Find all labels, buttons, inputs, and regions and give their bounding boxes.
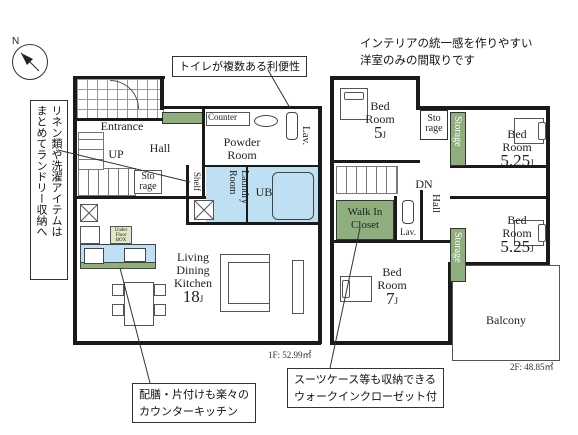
dining-chair	[112, 284, 124, 296]
callout-counter-kitchen: 配膳・片付けも楽々の カウンターキッチン	[132, 383, 256, 423]
floor2-storage-small: Sto rage	[420, 110, 448, 140]
compass-label: N	[12, 36, 20, 47]
washer-icon	[194, 200, 214, 220]
bed4-label: Bed Room 7J	[377, 265, 407, 308]
floor1-hall-label: Hall	[149, 141, 171, 155]
bathtub	[272, 172, 314, 220]
floor2-area: 2F: 48.85㎡	[510, 362, 554, 372]
floor2-stairs	[336, 166, 398, 194]
walkin-closet: Walk In Closet	[336, 200, 394, 240]
floor2-dn-label: DN	[415, 177, 433, 191]
floor2-hall-label: Hall	[430, 194, 442, 213]
callout-interior: インテリアの統一感を作りやすい 洋室のみの間取りです	[360, 36, 533, 67]
ub-label: UB	[255, 185, 273, 199]
compass	[12, 44, 48, 80]
callout-toilet: トイレが複数ある利便性	[172, 56, 307, 77]
floor2-storage-vertical-2: Storage	[450, 228, 466, 282]
counter-label: Counter	[208, 112, 237, 122]
floor1-shelf-icon	[80, 204, 98, 222]
balcony-label: Balcony	[486, 313, 526, 327]
bed2-label: Bed Room 5.25J	[500, 127, 534, 170]
entrance-label: Entrance	[100, 119, 144, 133]
ldk-label: Living Dining Kitchen 18J	[174, 250, 212, 306]
bed1-label: Bed Room 5J	[365, 99, 395, 142]
kitchen-counter-bar	[80, 262, 156, 269]
stove-icon	[84, 248, 104, 264]
laundry-room-label: Laundry Room	[227, 170, 250, 204]
sofa-seat	[228, 262, 270, 304]
floor1-up-label: UP	[108, 147, 124, 161]
sink-icon	[124, 248, 146, 262]
dining-table	[124, 282, 154, 326]
counter	[206, 112, 250, 126]
powder-sink-icon	[254, 115, 278, 127]
floor1-storage: Sto rage	[134, 170, 162, 194]
toilet-icon	[286, 112, 298, 140]
floor1-area: 1F: 52.99㎡	[268, 350, 312, 360]
callout-linen: リネン類や洗濯アイテムは まとめてランドリー収納へ	[30, 100, 68, 280]
fridge-icon	[80, 226, 100, 244]
balcony	[452, 265, 560, 361]
floor2-storage-vertical-1: Storage	[450, 112, 466, 166]
bathroom-unit	[248, 167, 318, 222]
floor2-toilet-icon	[402, 200, 414, 224]
dining-chair	[154, 304, 166, 316]
floor1-stairs-upper	[78, 132, 104, 170]
tv-stand	[292, 260, 304, 314]
bed3-label: Bed Room 5.25J	[500, 213, 534, 256]
shoe-storage	[162, 112, 204, 124]
dining-chair	[112, 304, 124, 316]
floor2-lav-label: Lav.	[400, 227, 416, 237]
floor1-stairs	[78, 168, 136, 196]
floor-box: Under Floor BOX	[110, 226, 132, 244]
floor1-lav-label: Lav.	[300, 126, 312, 146]
floor1-storage-label-b: rage	[139, 181, 157, 192]
dining-chair	[154, 284, 166, 296]
compass-needle-icon	[20, 52, 40, 72]
shelf-label: Shelf	[192, 172, 202, 191]
powder-room-label: Powder Room	[223, 135, 261, 162]
callout-walkin: スーツケース等も収納できる ウォークインクローゼット付	[287, 368, 444, 408]
